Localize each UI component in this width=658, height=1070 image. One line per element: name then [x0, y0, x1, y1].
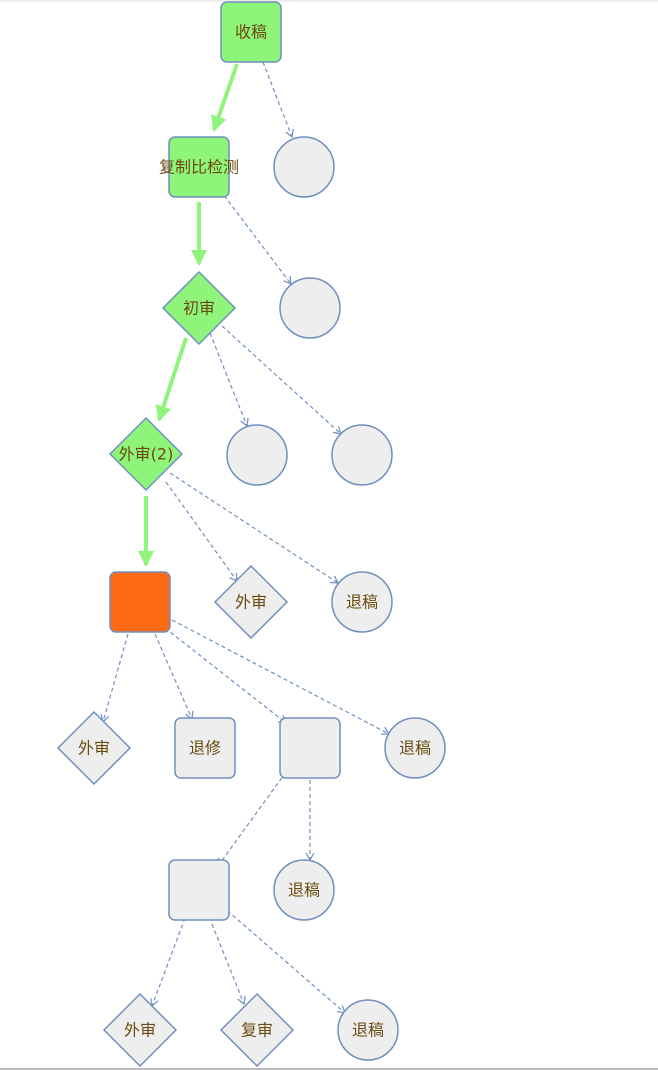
node-n1-rect[interactable]: 收稿	[220, 1, 282, 63]
edge-n3-n4	[219, 189, 292, 285]
nodes-layer: 收稿复制比检测初审外审(2)外审退稿外审退修退稿退稿外审复审退稿	[56, 1, 446, 1068]
node-shape	[219, 992, 295, 1068]
node-n19-diamond[interactable]: 复审	[219, 992, 295, 1068]
edge-n9-n15	[171, 619, 391, 735]
node-n9-rect[interactable]	[109, 571, 171, 633]
node-shape	[220, 1, 282, 63]
node-shape	[331, 424, 393, 486]
node-shape	[102, 992, 178, 1068]
node-n10-diamond[interactable]: 外审	[213, 564, 289, 640]
node-label: 外审(2)	[119, 445, 174, 464]
edge-n5-n7	[221, 325, 342, 435]
node-shape	[226, 424, 288, 486]
node-label: 退稿	[288, 881, 320, 900]
edge-n5-n8	[155, 337, 188, 422]
node-label: 外审	[235, 593, 267, 612]
node-shape	[168, 136, 230, 198]
edge-n16-n18	[150, 917, 186, 1008]
node-n14-rect[interactable]	[279, 717, 341, 779]
node-n16-rect[interactable]	[168, 859, 230, 921]
bottom-rule	[0, 1068, 658, 1070]
node-n15-circle[interactable]: 退稿	[384, 717, 446, 779]
edge-n14-n16	[217, 771, 287, 867]
node-n7-circle[interactable]	[331, 424, 393, 486]
edge-n9-n13	[154, 633, 194, 721]
node-shape	[168, 859, 230, 921]
node-label: 初审	[183, 299, 215, 318]
node-n12-diamond[interactable]: 外审	[56, 710, 132, 786]
node-shape	[108, 416, 184, 492]
edge-n1-n3	[211, 63, 239, 132]
node-shape	[279, 277, 341, 339]
node-shape	[337, 999, 399, 1061]
node-n18-diamond[interactable]: 外审	[102, 992, 178, 1068]
node-n6-circle[interactable]	[226, 424, 288, 486]
edge-n1-n2	[262, 61, 294, 139]
node-label: 退稿	[352, 1021, 384, 1040]
edges-layer	[100, 61, 391, 1014]
node-n3-rect[interactable]: 复制比检测	[159, 136, 239, 198]
node-n2-circle[interactable]	[273, 136, 335, 198]
node-label: 复审	[241, 1021, 273, 1040]
edge-n9-n12	[100, 633, 129, 724]
edge-n16-n20	[221, 905, 346, 1014]
edge-n5-n6	[209, 332, 249, 428]
node-shape	[384, 717, 446, 779]
node-label: 退修	[189, 739, 221, 758]
top-rule	[0, 0, 658, 2]
edge-n8-n10	[165, 481, 238, 582]
node-shape	[273, 136, 335, 198]
node-n13-rect[interactable]: 退修	[174, 717, 236, 779]
node-shape	[161, 270, 237, 346]
node-label: 外审	[124, 1021, 156, 1040]
node-n8-diamond[interactable]: 外审(2)	[108, 416, 184, 492]
node-label: 复制比检测	[159, 158, 239, 177]
node-shape	[213, 564, 289, 640]
edge-n8-n11	[169, 472, 340, 584]
node-n17-circle[interactable]: 退稿	[273, 859, 335, 921]
node-shape	[56, 710, 132, 786]
node-shape	[331, 571, 393, 633]
node-shape	[174, 717, 236, 779]
node-n20-circle[interactable]: 退稿	[337, 999, 399, 1061]
node-shape	[273, 859, 335, 921]
node-n11-circle[interactable]: 退稿	[331, 571, 393, 633]
node-shape	[109, 571, 171, 633]
node-label: 外审	[78, 739, 110, 758]
edge-n9-n14	[164, 627, 287, 724]
node-n5-diamond[interactable]: 初审	[161, 270, 237, 346]
edge-n16-n19	[211, 923, 246, 1006]
node-label: 退稿	[346, 593, 378, 612]
node-label: 收稿	[235, 23, 267, 42]
node-shape	[279, 717, 341, 779]
node-n4-circle[interactable]	[279, 277, 341, 339]
node-label: 退稿	[399, 739, 431, 758]
